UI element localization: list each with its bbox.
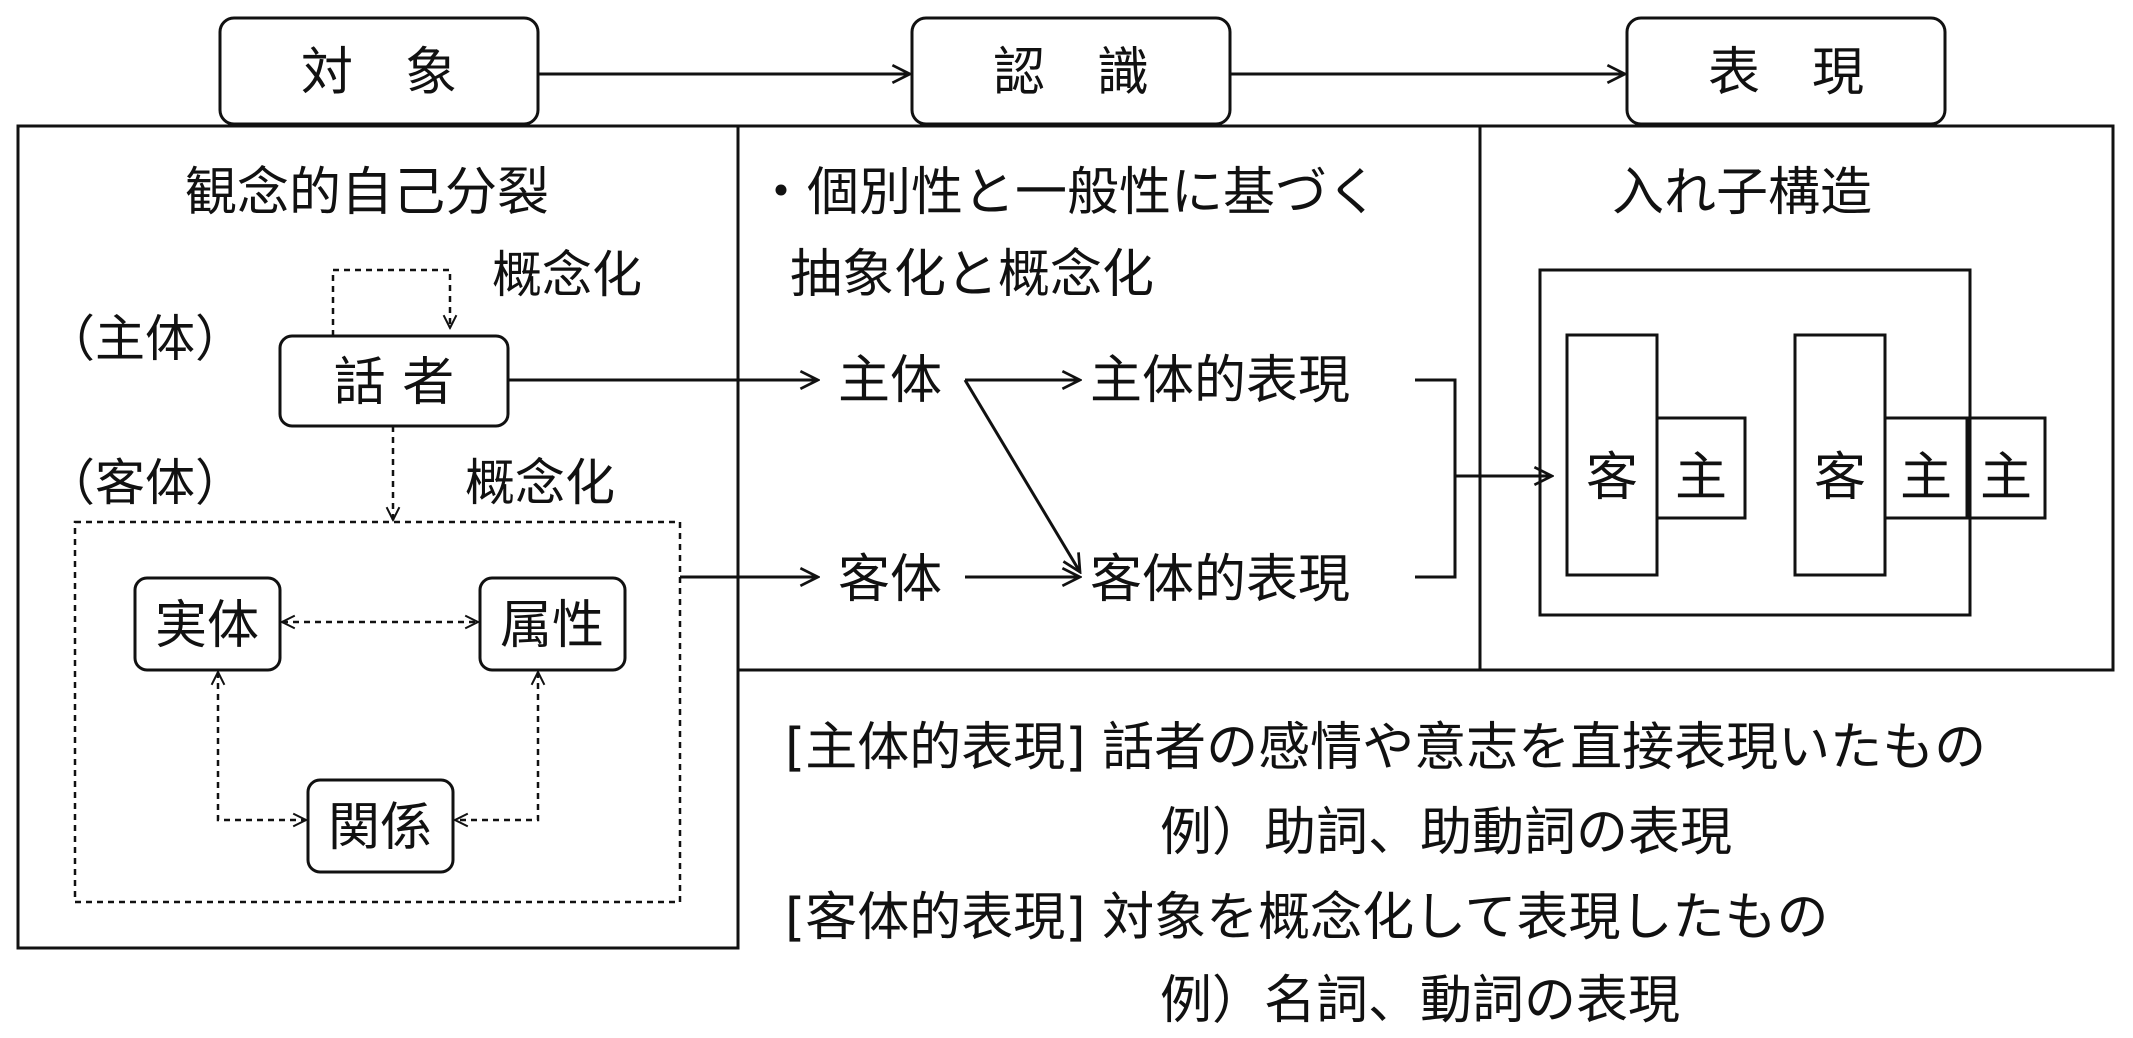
note-objective-example: 例）名詞、動詞の表現 <box>1160 971 1680 1031</box>
note-subjective-def: [主体的表現] 話者の感情や意志を直接表現いたもの <box>785 718 1986 778</box>
stage-expression-label: 表 現 <box>1708 43 1864 103</box>
middle-object: 客体 <box>838 550 942 610</box>
conceptualize-label-2: 概念化 <box>465 454 615 512</box>
attribute-box: 属性 <box>478 576 627 672</box>
self-conceptualize-arrow <box>331 268 450 336</box>
nest-kyaku-2: 客 <box>1814 448 1866 508</box>
nest-shu-3: 主 <box>1980 448 2032 508</box>
subject-to-objective-arrow <box>963 379 1080 572</box>
left-panel <box>16 124 740 950</box>
subjective-expression: 主体的表現 <box>1090 351 1350 411</box>
nest-shu-2: 主 <box>1900 448 1952 508</box>
entity-label: 実体 <box>155 596 259 656</box>
middle-panel <box>738 124 1482 672</box>
middle-line1: ・個別性と一般性に基づく <box>755 163 1379 223</box>
expressions-bracket <box>1415 378 1457 579</box>
middle-subject: 主体 <box>838 351 942 411</box>
middle-line2: 抽象化と概念化 <box>790 245 1154 305</box>
nest-kyaku-box-1 <box>1565 333 1659 577</box>
attribute-relation-arrow <box>455 672 538 820</box>
nest-outer-frame <box>1538 268 1972 617</box>
relation-label: 関係 <box>328 798 432 858</box>
conceptualize-label-1: 概念化 <box>492 246 642 304</box>
stage-object-box: 対 象 <box>218 16 540 126</box>
object-region <box>73 520 682 904</box>
nest-shu-box-3 <box>1883 416 2047 520</box>
subject-label: （主体） <box>45 310 245 368</box>
stage-cognition-box: 認 識 <box>910 16 1232 126</box>
speaker-box: 話 者 <box>278 334 510 428</box>
left-title: 観念的自己分裂 <box>185 163 549 223</box>
nest-shu-1: 主 <box>1675 448 1727 508</box>
stage-expression-box: 表 現 <box>1625 16 1947 126</box>
nest-shu-box-1 <box>1655 416 1747 520</box>
note-subjective-example: 例）助詞、助動詞の表現 <box>1160 803 1732 863</box>
object-label: （客体） <box>45 454 245 512</box>
nest-kyaku-1: 客 <box>1586 448 1638 508</box>
stage-cognition-label: 認 識 <box>993 43 1149 103</box>
objective-expression: 客体的表現 <box>1090 550 1350 610</box>
attribute-label: 属性 <box>500 596 604 656</box>
relation-box: 関係 <box>306 778 455 874</box>
right-title: 入れ子構造 <box>1612 163 1872 223</box>
entity-relation-arrow <box>218 672 306 820</box>
right-panel <box>1480 124 2115 672</box>
nest-shu-box-2 <box>1883 416 1969 520</box>
entity-box: 実体 <box>133 576 282 672</box>
stage-object-label: 対 象 <box>301 43 457 103</box>
speaker-label: 話 者 <box>334 353 455 413</box>
note-objective-def: [客体的表現] 対象を概念化して表現したもの <box>785 888 1829 948</box>
